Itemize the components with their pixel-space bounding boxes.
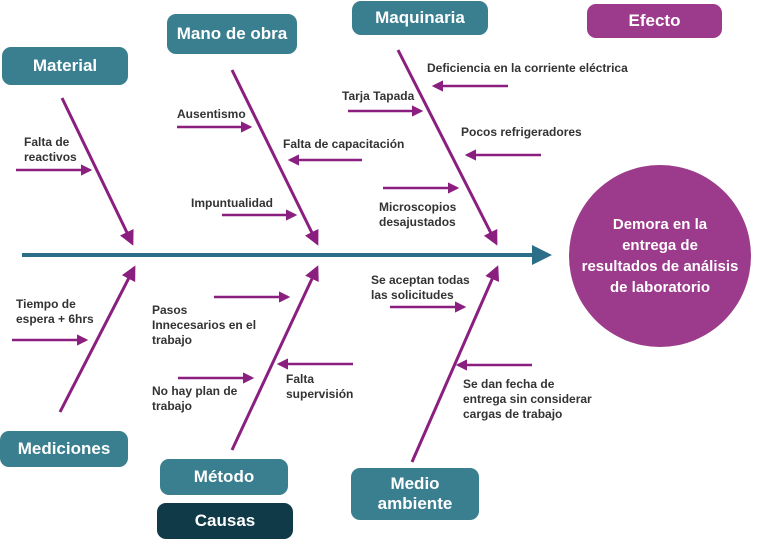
cause-label-tarja-tapada: Tarja Tapada: [342, 89, 415, 103]
cause-label-microscopios: Microscopios desajustados: [379, 200, 457, 229]
category-mano-de-obra: Mano de obra: [167, 14, 297, 54]
cause-label-falta-reactivos: Falta de reactivos: [24, 135, 77, 164]
bone-material: [60, 97, 134, 246]
cause-label-pocos-refrigeradores: Pocos refrigeradores: [461, 125, 582, 139]
category-material: Material: [2, 47, 128, 85]
cause-label-deficiencia-corriente: Deficiencia en la corriente eléctrica: [427, 61, 628, 75]
bone-metodo: [230, 265, 319, 451]
effect-text: Demora en la entrega de resultados de an…: [581, 216, 739, 296]
bone-medio-ambiente: [410, 265, 500, 463]
category-medio-ambiente: Medio ambiente: [351, 468, 479, 520]
cause-label-tiempo-espera: Tiempo de espera + 6hrs: [16, 297, 94, 326]
efecto-label: Efecto: [587, 4, 722, 38]
causas-label: Causas: [157, 503, 293, 539]
effect-circle: Demora en la entrega de resultados de an…: [569, 165, 751, 347]
category-metodo: Método: [160, 459, 288, 495]
cause-label-no-hay-plan: No hay plan de trabajo: [152, 384, 238, 413]
bone-mano-de-obra: [230, 69, 319, 246]
cause-label-fecha-entrega: Se dan fecha de entrega sin considerar c…: [463, 377, 592, 421]
category-maquinaria: Maquinaria: [352, 1, 488, 35]
cause-label-se-aceptan: Se aceptan todas las solicitudes: [371, 273, 470, 302]
cause-label-ausentismo: Ausentismo: [177, 107, 246, 121]
cause-label-impuntualidad: Impuntualidad: [191, 196, 273, 210]
category-mediciones: Mediciones: [0, 431, 128, 467]
bone-maquinaria: [396, 49, 498, 246]
cause-label-pasos-innecesarios: Pasos Innecesarios en el trabajo: [152, 303, 257, 347]
cause-label-falta-capacitacion: Falta de capacitación: [283, 137, 405, 151]
cause-label-falta-supervision: Falta supervisión: [286, 372, 354, 401]
bone-mediciones: [58, 265, 136, 413]
